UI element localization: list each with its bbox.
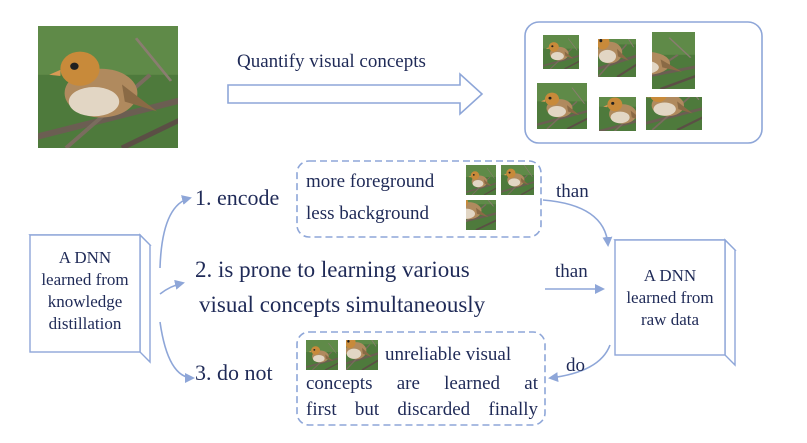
left-box-line: A DNN [58, 248, 112, 267]
left-box-label: A DNN learned from knowledge distillatio… [30, 247, 140, 335]
right-box-label: A DNN learned from raw data [615, 265, 725, 331]
arrow-right-to-donot [548, 344, 611, 383]
prone-line-1: 2. is prone to learning various [195, 257, 470, 282]
donot-do-label: do [566, 355, 585, 376]
encode-label: 1. encode [195, 185, 280, 210]
less-background-text: less background [306, 203, 429, 224]
left-box-line: knowledge [47, 292, 123, 311]
concept-patches-box [524, 21, 763, 144]
quantify-label: Quantify visual concepts [237, 51, 426, 72]
arrow-encode-to-right [542, 199, 613, 247]
prone-line-2: visual concepts simultaneously [199, 292, 486, 317]
right-box-line: A DNN [643, 266, 697, 285]
right-box-line: raw data [640, 310, 700, 329]
patch-head [543, 35, 579, 69]
arrow-to-prone [159, 279, 185, 295]
left-box-line: distillation [48, 314, 122, 333]
prone-than-label: than [555, 261, 588, 282]
source-bird-photo [31, 26, 185, 148]
patch-bird [537, 83, 587, 129]
fg-patch-2 [501, 165, 534, 195]
unreliable-line-1: unreliable visual [385, 344, 512, 365]
unreliable-line-2: concepts are learned at [306, 373, 538, 394]
right-box-line: learned from [626, 288, 714, 307]
right-dnn-box [613, 238, 737, 367]
fg-patch-1 [466, 165, 496, 195]
arrow-to-donot [159, 321, 195, 383]
more-foreground-text: more foreground [306, 171, 435, 192]
donot-label: 3. do not [195, 360, 273, 385]
left-dnn-box [28, 233, 152, 364]
encode-than-label: than [556, 181, 589, 202]
arrows [159, 195, 613, 383]
unreliable-patch-1 [306, 340, 338, 370]
quantify-arrow [227, 72, 484, 116]
left-box-line: learned from [41, 270, 129, 289]
encode-dashed-box [296, 160, 542, 238]
arrow-to-encode [159, 195, 192, 269]
donot-dashed-box [296, 331, 546, 426]
unreliable-line-3: first but discarded finally [306, 399, 538, 420]
